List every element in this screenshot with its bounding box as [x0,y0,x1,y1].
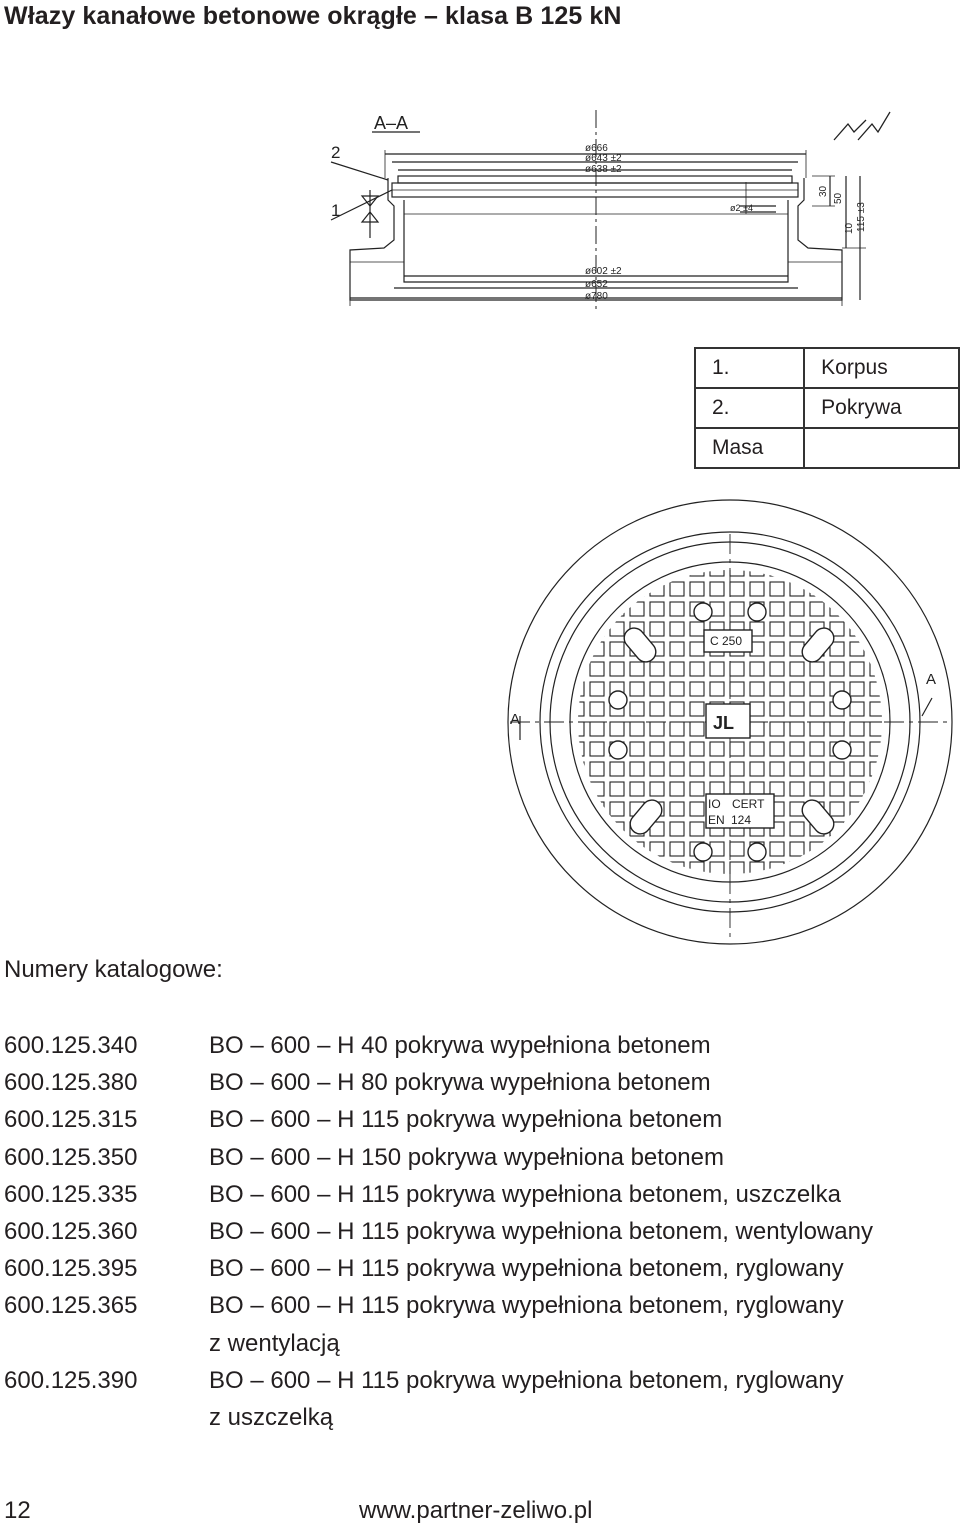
catalog-description: BO – 600 – H 115 pokrywa wypełniona beto… [209,1180,841,1208]
dim-right-1: 30 [818,185,829,197]
catalog-row: 600.125.350 BO – 600 – H 150 pokrywa wype… [4,1139,954,1176]
dim-small: ø2 ±4 [730,203,753,213]
catalog-row: 600.125.380 BO – 600 – H 80 pokrywa wypeł… [4,1064,954,1101]
dim-bottom-1: ø602 ±2 [585,266,622,277]
callout-1: 1 [331,201,340,220]
catalog-code: 600.125.395 [4,1255,138,1283]
catalog-description: z wentylacją [209,1329,340,1357]
norm-marking-1: EN [708,813,725,827]
catalog-description: BO – 600 – H 115 pokrywa wypełniona beto… [209,1106,723,1134]
footer-url: www.partner-zeliwo.pl [359,1497,593,1524]
catalog-code: 600.125.365 [4,1292,138,1320]
catalog-description: BO – 600 – H 115 pokrywa wypełniona beto… [209,1366,844,1394]
dim-bottom-2: ø652 [585,279,608,290]
catalog-description: BO – 600 – H 40 pokrywa wypełniona beton… [209,1032,711,1059]
dim-right-2: 50 [833,192,844,204]
catalog-description: BO – 600 – H 150 pokrywa wypełniona beto… [209,1143,724,1171]
catalog-row: 600.125.395 BO – 600 – H 115 pokrywa wype… [4,1250,954,1287]
catalog-description: BO – 600 – H 80 pokrywa wypełniona beton… [209,1069,711,1097]
logo-marking: JL [713,713,734,733]
catalog-row: 600.125.335 BO – 600 – H 115 pokrywa wype… [4,1176,954,1213]
catalog-list: 600.125.340 BO – 600 – H 40 pokrywa wypeł… [4,1027,954,1436]
catalog-row: 600.125.315 BO – 600 – H 115 pokrywa wype… [4,1101,954,1138]
norm-marking-2: 124 [731,813,751,827]
callout-2: 2 [331,143,340,162]
section-mark-right: A [926,671,936,688]
catalog-code: 600.125.360 [4,1218,138,1246]
catalog-code: 600.125.335 [4,1180,138,1208]
parts-row: 1. Korpus [693,347,960,389]
page-title: Włazy kanałowe betonowe okrągłe – klasa … [4,2,622,30]
catalog-code [4,1399,209,1436]
dim-top-3: ø638 ±2 [585,164,622,175]
parts-row: 2. Pokrywa [693,387,960,429]
cert-marking-2: CERT [732,797,765,811]
dim-right-4: 115 ±3 [856,202,867,232]
catalog-code: 600.125.350 [4,1143,138,1171]
dim-right-3: 10 [844,222,855,234]
parts-table: 1. Korpus 2. Pokrywa Masa [693,347,960,469]
catalog-description: BO – 600 – H 115 pokrywa wypełniona beto… [209,1292,844,1320]
catalog-code: 600.125.340 [4,1032,138,1059]
catalog-code [4,1325,209,1362]
catalog-row: 600.125.340 BO – 600 – H 40 pokrywa wypeł… [4,1027,954,1064]
catalog-description: z uszczelką [209,1404,334,1432]
dim-top-1: ø666 [585,143,608,154]
class-marking: C 250 [710,634,742,648]
dim-bottom-3: ø780 [585,291,608,302]
catalog-row: 600.125.390 BO – 600 – H 115 pokrywa wype… [4,1362,954,1399]
parts-row: Masa [693,427,960,469]
technical-drawing: A–A 2 1 ø666 ø643 ±2 ø638 ±2 ø2 ±4 ø602 … [330,110,953,945]
cert-marking-1: IO [708,797,721,811]
catalog-code: 600.125.315 [4,1106,138,1134]
part-name: Pokrywa [803,387,960,429]
catalog-row: 600.125.365 BO – 600 – H 115 pokrywa wype… [4,1287,954,1324]
section-label: A–A [374,113,408,133]
catalog-row-continuation: z wentylacją [4,1325,954,1362]
catalog-description: BO – 600 – H 115 pokrywa wypełniona beto… [209,1218,873,1246]
catalog-heading: Numery katalogowe: [4,956,223,983]
part-name: Korpus [803,347,960,389]
part-number: Masa [693,427,806,469]
part-name [803,427,960,469]
catalog-row-continuation: z uszczelką [4,1399,954,1436]
catalog-description: BO – 600 – H 115 pokrywa wypełniona beto… [209,1255,844,1283]
section-mark-left: A [510,711,520,728]
dim-top-2: ø643 ±2 [585,153,622,164]
catalog-code: 600.125.390 [4,1366,138,1394]
part-number: 1. [693,347,806,389]
catalog-row: 600.125.360 BO – 600 – H 115 pokrywa wype… [4,1213,954,1250]
catalog-code: 600.125.380 [4,1069,138,1097]
part-number: 2. [693,387,806,429]
page-number: 12 [4,1497,31,1524]
